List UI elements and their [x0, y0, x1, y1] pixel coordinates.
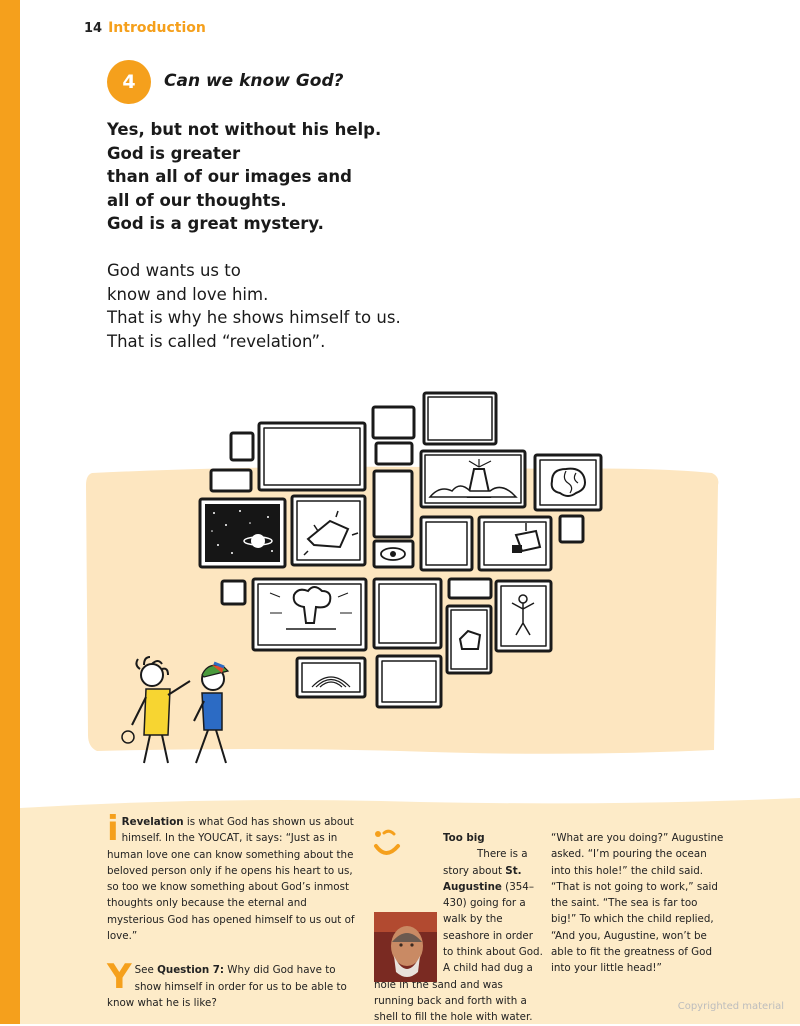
- answer-line: than all of our images and: [107, 167, 352, 186]
- body-line: That is called “revelation”.: [107, 331, 326, 351]
- youcat-initial: Y: [107, 957, 132, 998]
- answer-block: Yes, but not without his help. God is gr…: [107, 118, 527, 236]
- story-column: Too big There is a story about St. Augus…: [374, 830, 544, 1026]
- youcat-ref: Question 7:: [157, 964, 225, 977]
- body-block: God wants us to know and love him. That …: [107, 259, 527, 353]
- body-line: God wants us to: [107, 261, 241, 280]
- info-initial: i: [107, 809, 119, 849]
- children-drawing: [121, 656, 230, 764]
- smiley-icon: [374, 829, 400, 855]
- question-number-badge: 4: [107, 60, 151, 104]
- answer-line: all of our thoughts.: [107, 190, 287, 210]
- picture-wall-illustration: [86, 391, 719, 764]
- story-continuation: “What are you doing?” Augustine asked. “…: [551, 832, 724, 975]
- answer-line: Yes, but not without his help.: [107, 120, 382, 139]
- section-title: Introduction: [108, 20, 206, 36]
- running-head: 14 Introduction: [84, 20, 206, 36]
- copyright-notice: Copyrighted material: [677, 1001, 784, 1012]
- left-accent-bar: [0, 0, 20, 1024]
- body-line: know and love him.: [107, 284, 269, 304]
- revelation-term: Revelation: [121, 816, 184, 828]
- question-title: Can we know God?: [164, 71, 344, 91]
- answer-line: God is a great mystery.: [107, 214, 324, 233]
- story-name: St. Augustine: [443, 864, 522, 893]
- revelation-text: is what God has shown us about himself. …: [107, 816, 355, 943]
- story-title: Too big: [443, 832, 485, 844]
- story-continuation-column: “What are you doing?” Augustine asked. “…: [551, 830, 726, 977]
- answer-line: God is greater: [107, 143, 241, 163]
- sidebar-background: [20, 798, 800, 1024]
- augustine-portrait: [374, 912, 437, 982]
- page-number: 14: [84, 21, 103, 36]
- body-line: That is why he shows himself to us.: [107, 308, 401, 327]
- story-text-2: (354–430) going for a walk by the seasho…: [374, 880, 543, 1024]
- youcat-prefix: See: [134, 964, 158, 977]
- story-text: Too big There is a story about St. Augus…: [374, 830, 544, 1026]
- youcat-text: Why did God have to show himself in orde…: [107, 964, 347, 1009]
- story-text-1: There is a story about: [443, 848, 528, 877]
